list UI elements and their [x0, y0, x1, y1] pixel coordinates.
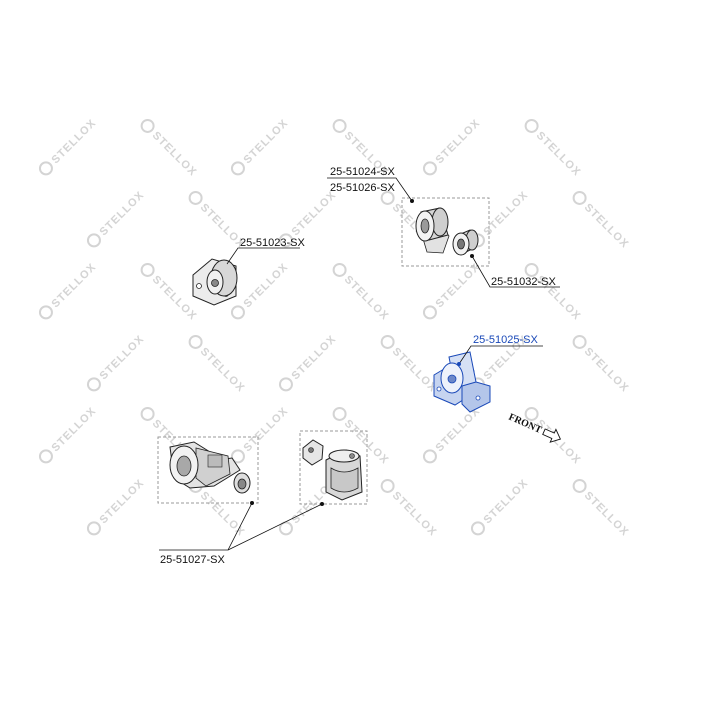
watermark-tile: STELLOX — [422, 261, 483, 320]
part-mount-cylinder-middle — [325, 449, 363, 501]
svg-text:STELLOX: STELLOX — [582, 489, 631, 538]
watermark-tile: STELLOX — [380, 478, 439, 539]
callout-25-51032: 25-51032-SX — [491, 276, 556, 288]
group-box-bottom-left — [157, 436, 259, 504]
front-arrow-icon — [542, 428, 562, 443]
svg-text:STELLOX: STELLOX — [150, 273, 199, 322]
leader-line-b — [327, 177, 413, 202]
callout-25-51024: 25-51024-SX — [330, 166, 395, 178]
leader-line-a — [226, 247, 300, 265]
part-bushing-large — [415, 207, 450, 254]
watermark-tile: STELLOX — [572, 190, 631, 251]
svg-text:STELLOX: STELLOX — [198, 489, 247, 538]
watermark-tile: STELLOX — [332, 262, 391, 323]
svg-text:STELLOX: STELLOX — [342, 273, 391, 322]
svg-text:STELLOX: STELLOX — [97, 333, 146, 382]
leader-dot-b — [410, 199, 414, 203]
svg-text:STELLOX: STELLOX — [534, 129, 583, 178]
svg-text:STELLOX: STELLOX — [150, 129, 199, 178]
svg-text:STELLOX: STELLOX — [241, 261, 290, 310]
watermark-tile: STELLOX — [140, 262, 199, 323]
part-mount-bracket-left — [169, 441, 241, 489]
watermark-tile: STELLOX — [380, 334, 439, 395]
svg-text:STELLOX: STELLOX — [241, 405, 290, 454]
watermark-tile: STELLOX — [86, 477, 147, 536]
callout-25-51026: 25-51026-SX — [330, 182, 395, 194]
leader-line-e — [458, 345, 543, 365]
leader-dot-d — [470, 254, 474, 258]
watermark-tile: STELLOX — [278, 333, 339, 392]
svg-text:STELLOX: STELLOX — [433, 405, 482, 454]
svg-text:STELLOX: STELLOX — [289, 189, 338, 238]
watermark-tile: STELLOX — [140, 118, 199, 179]
svg-text:STELLOX: STELLOX — [582, 345, 631, 394]
watermark-tile: STELLOX — [524, 118, 583, 179]
svg-text:STELLOX: STELLOX — [390, 345, 439, 394]
leader-dot-e — [457, 362, 461, 366]
svg-text:STELLOX: STELLOX — [49, 261, 98, 310]
callout-25-51027: 25-51027-SX — [160, 554, 225, 566]
watermark-tile: STELLOX — [86, 189, 147, 248]
leader-line-f2 — [227, 503, 323, 551]
svg-text:STELLOX: STELLOX — [289, 333, 338, 382]
watermark-tile: STELLOX — [470, 477, 531, 536]
leader-lines — [159, 177, 560, 551]
svg-text:STELLOX: STELLOX — [198, 345, 247, 394]
leader-dot-f1 — [250, 501, 254, 505]
svg-text:STELLOX: STELLOX — [433, 117, 482, 166]
part-engine-mount-a — [192, 258, 238, 306]
svg-text:STELLOX: STELLOX — [49, 405, 98, 454]
watermark-tile: STELLOX — [524, 262, 583, 323]
svg-text:STELLOX: STELLOX — [97, 477, 146, 526]
part-bushing-small — [452, 229, 479, 256]
watermark-tile: STELLOX — [422, 405, 483, 464]
watermark-tile: STELLOX — [188, 190, 247, 251]
part-washer-left — [233, 472, 251, 494]
group-box-top-right — [401, 197, 490, 267]
front-direction-indicator: FRONT — [507, 412, 562, 443]
watermark-tile: STELLOX — [86, 333, 147, 392]
svg-text:STELLOX: STELLOX — [582, 201, 631, 250]
watermark-tile: STELLOX — [470, 189, 531, 248]
leader-line-d — [471, 255, 560, 288]
watermark-tile: STELLOX — [572, 334, 631, 395]
watermark-tile: STELLOX — [38, 261, 99, 320]
part-engine-mount-highlighted — [433, 351, 491, 413]
watermark-tile: STELLOX — [230, 405, 291, 464]
watermark-tile: STELLOX — [188, 334, 247, 395]
callout-25-51023: 25-51023-SX — [240, 237, 305, 249]
svg-text:STELLOX: STELLOX — [241, 117, 290, 166]
svg-text:STELLOX: STELLOX — [481, 477, 530, 526]
leader-dot-f2 — [320, 502, 324, 506]
svg-text:STELLOX: STELLOX — [433, 261, 482, 310]
watermark-tile: STELLOX — [38, 405, 99, 464]
watermark-tile: STELLOX — [38, 117, 99, 176]
svg-text:STELLOX: STELLOX — [97, 189, 146, 238]
part-plate-small — [302, 439, 324, 466]
callout-25-51025: 25-51025-SX — [473, 334, 538, 346]
watermark-tile: STELLOX — [230, 117, 291, 176]
svg-text:STELLOX: STELLOX — [390, 489, 439, 538]
watermark-tile: STELLOX — [572, 478, 631, 539]
svg-text:STELLOX: STELLOX — [49, 117, 98, 166]
watermark-tile: STELLOX — [230, 261, 291, 320]
watermark-tile: STELLOX — [422, 117, 483, 176]
